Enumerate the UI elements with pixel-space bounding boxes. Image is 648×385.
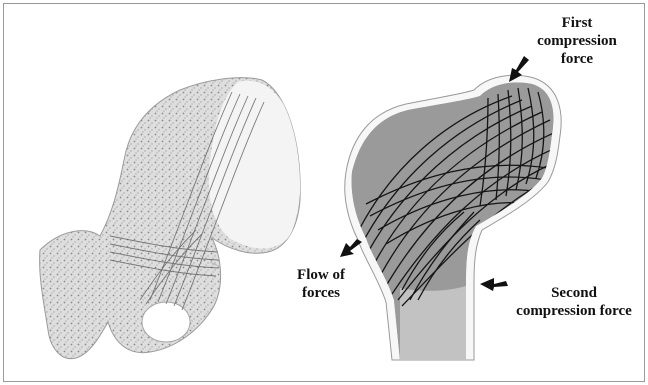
first-compression-line-2: compression [528, 32, 626, 50]
second-compression-force-label: Second compression force [508, 284, 640, 320]
second-compression-line-1: Second [508, 284, 640, 302]
flow-of-forces-line-1: Flow of [286, 266, 356, 284]
first-compression-force-label: First compression force [528, 14, 626, 68]
flow-of-forces-label: Flow of forces [286, 266, 356, 302]
first-compression-line-1: First [528, 14, 626, 32]
flow-of-forces-line-2: forces [286, 284, 356, 302]
second-compression-line-2: compression force [508, 302, 640, 320]
first-compression-line-3: force [528, 50, 626, 68]
